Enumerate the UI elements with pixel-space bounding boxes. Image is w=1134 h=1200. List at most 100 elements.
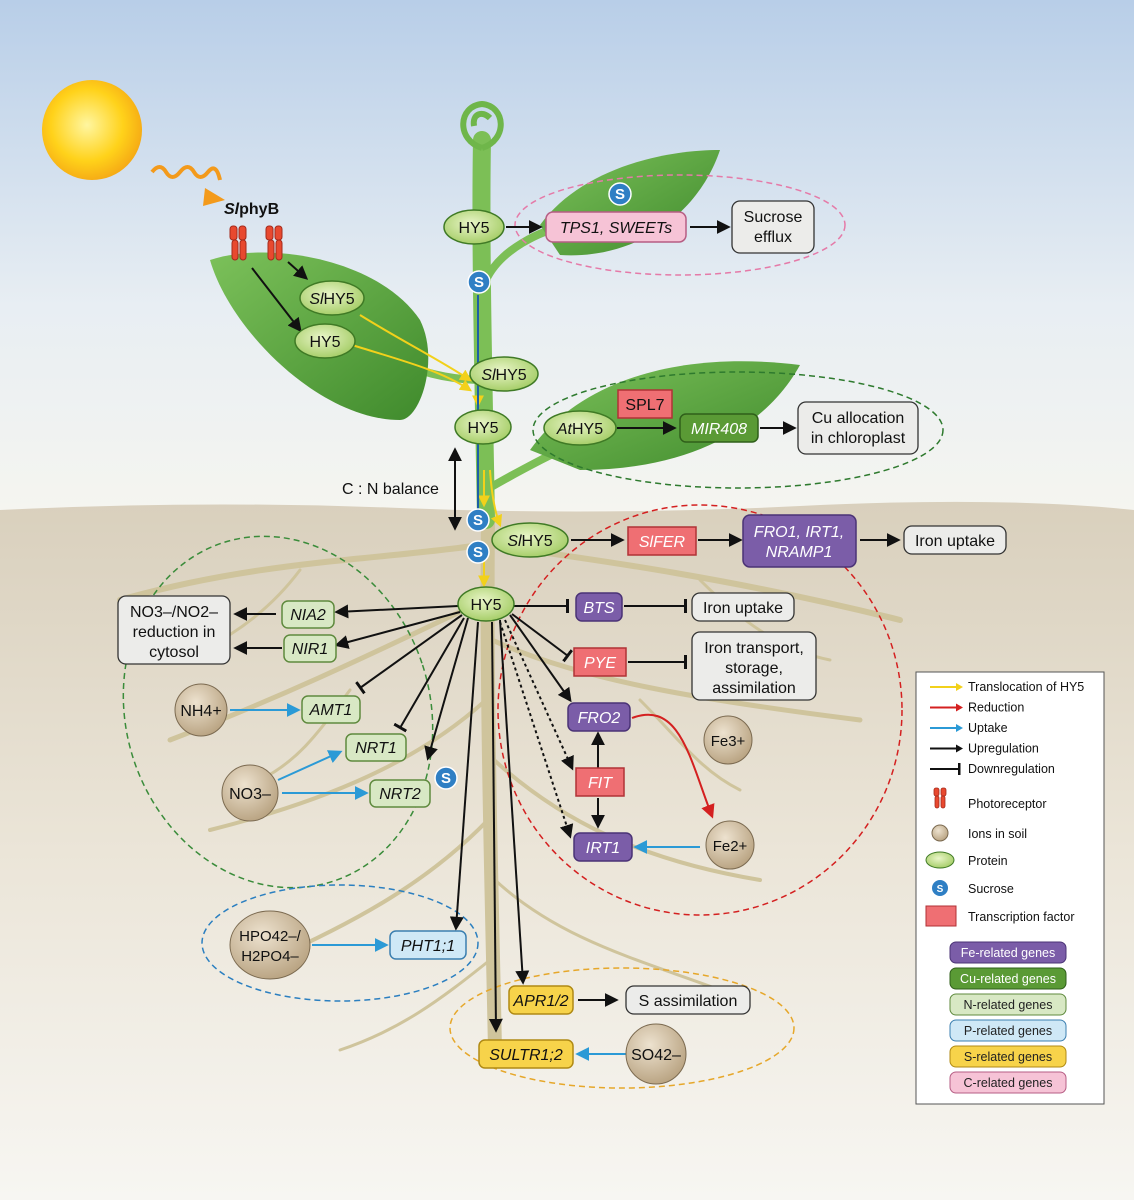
indirect-arrows: [499, 619, 574, 839]
sucrose-icon: S: [466, 540, 490, 564]
svg-text:BTS: BTS: [583, 600, 614, 617]
legend-label: Upregulation: [968, 742, 1039, 756]
svg-text:NO3–/NO2–: NO3–/NO2–: [130, 604, 218, 621]
svg-text:SlHY5: SlHY5: [309, 291, 354, 308]
ion-no3: NO3–: [221, 764, 279, 822]
svg-text:NRT2: NRT2: [379, 786, 421, 803]
outcome-iron-uptake-2: Iron uptake: [691, 592, 795, 622]
svg-text:S: S: [615, 186, 625, 203]
svg-text:HY5: HY5: [309, 334, 340, 351]
s-related-region: [449, 967, 795, 1089]
svg-text:NRT1: NRT1: [355, 740, 397, 757]
svg-text:NIR1: NIR1: [292, 641, 328, 658]
soil-background: [0, 501, 1134, 1200]
cn-balance-label: C : N balance: [342, 481, 439, 498]
p-related-region: [201, 884, 479, 1002]
protein-root-slhy5: SlHY5: [491, 522, 569, 558]
light-wave: [150, 165, 222, 181]
svg-text:cytosol: cytosol: [149, 644, 199, 661]
svg-text:Iron uptake: Iron uptake: [915, 533, 995, 550]
svg-text:FIT: FIT: [588, 775, 613, 792]
stem: [472, 131, 495, 529]
ion-icon: [931, 824, 949, 842]
regulation-arrows: [233, 220, 901, 1033]
gene-spl7: SPL7: [617, 389, 673, 419]
svg-text:FRO1, IRT1,: FRO1, IRT1,: [754, 524, 844, 541]
svg-text:Cu allocation: Cu allocation: [812, 410, 905, 427]
svg-text:HPO42–/: HPO42–/: [239, 928, 302, 945]
gene-nrt1: NRT1: [345, 733, 407, 762]
svg-text:assimilation: assimilation: [712, 680, 796, 697]
legend-line-translocation-of-hy5: Translocation of HY5: [930, 680, 1084, 694]
legend-label: Downregulation: [968, 762, 1055, 776]
svg-text:AMT1: AMT1: [309, 702, 353, 719]
svg-text:Sucrose: Sucrose: [744, 209, 803, 226]
legend-line-entries: Translocation of HY5ReductionUptakeUpreg…: [930, 680, 1084, 776]
legend-gene-label: C-related genes: [964, 1076, 1053, 1090]
transcription-factor-icon: [925, 905, 957, 927]
legend-label: Reduction: [968, 701, 1024, 715]
legend-label: Uptake: [968, 721, 1008, 735]
photoreceptor-label: SlphyB: [224, 201, 279, 218]
gene-fit: FIT: [575, 767, 625, 797]
svg-text:NO3–: NO3–: [229, 786, 271, 803]
legend-gene-chip: Cu-related genes: [949, 967, 1067, 990]
gene-irt1: IRT1: [573, 832, 633, 862]
svg-text:PHT1;1: PHT1;1: [401, 938, 455, 955]
light-arrowhead: [203, 188, 225, 206]
downregulation-lines: [355, 599, 687, 733]
svg-text:efflux: efflux: [754, 229, 792, 246]
legend-gene-label: Cu-related genes: [960, 972, 1056, 986]
outcome-no3-reduction: NO3–/NO2– reduction in cytosol: [117, 595, 231, 665]
protein-top-hy5: HY5: [443, 209, 505, 245]
sucrose-icon: S: [434, 766, 458, 790]
svg-text:S: S: [441, 770, 451, 787]
svg-text:SlHY5: SlHY5: [481, 367, 526, 384]
svg-text:SO42–: SO42–: [631, 1047, 681, 1064]
legend-symbol-entries: Photoreceptor Ions in soil Protein S Suc…: [925, 787, 1075, 927]
ion-so4: SO42–: [625, 1023, 687, 1085]
gene-sultr12: SULTR1;2: [478, 1039, 574, 1069]
svg-text:S: S: [473, 544, 483, 561]
svg-text:Fe3+: Fe3+: [711, 733, 746, 750]
legend-line-uptake: Uptake: [930, 721, 1008, 735]
outcome-iron-transport: Iron transport, storage, assimilation: [691, 631, 817, 701]
svg-text:FRO2: FRO2: [578, 710, 621, 727]
svg-text:NH4+: NH4+: [180, 703, 221, 720]
n-related-region: [122, 535, 434, 889]
svg-text:SlHY5: SlHY5: [507, 533, 552, 550]
svg-text:S: S: [473, 512, 483, 529]
legend-label: Protein: [968, 854, 1008, 868]
ion-nh4: NH4+: [174, 683, 228, 737]
sucrose-icon: S: [467, 270, 491, 294]
legend-label: Sucrose: [968, 882, 1014, 896]
protein-stem-slhy5: SlHY5: [469, 356, 539, 392]
svg-text:Iron uptake: Iron uptake: [703, 600, 783, 617]
legend-line-downregulation: Downregulation: [930, 762, 1055, 776]
svg-text:MIR408: MIR408: [691, 421, 747, 438]
gene-nir1: NIR1: [283, 634, 337, 663]
shoot-apex: [460, 100, 504, 151]
svg-text:reduction in: reduction in: [133, 624, 216, 641]
gene-fro2: FRO2: [567, 702, 631, 732]
svg-text:Iron transport,: Iron transport,: [704, 640, 804, 657]
legend: Translocation of HY5ReductionUptakeUpreg…: [915, 671, 1105, 1105]
svg-text:HY5: HY5: [458, 220, 489, 237]
gene-fro1-irt1-nramp1: FRO1, IRT1, NRAMP1: [742, 514, 857, 568]
translocation-arrows: [351, 314, 503, 588]
outcome-sucrose-efflux: Sucrose efflux: [731, 200, 815, 254]
protein-athy5: AtHY5: [543, 410, 617, 446]
ion-fe3: Fe3+: [703, 715, 753, 765]
legend-label: Transcription factor: [968, 910, 1075, 924]
gene-apr12: APR1/2: [508, 985, 574, 1015]
protein-leaf-hy5: HY5: [294, 323, 356, 359]
legend-gene-label: Fe-related genes: [961, 946, 1056, 960]
sucrose-icon: S: [466, 508, 490, 532]
svg-text:S: S: [474, 274, 484, 291]
legend-gene-label: N-related genes: [964, 998, 1053, 1012]
gene-nia2: NIA2: [281, 600, 335, 629]
outcome-cu-allocation: Cu allocation in chloroplast: [797, 401, 919, 455]
outcome-iron-uptake-1: Iron uptake: [903, 525, 1007, 555]
sucrose-icon: [932, 880, 948, 896]
